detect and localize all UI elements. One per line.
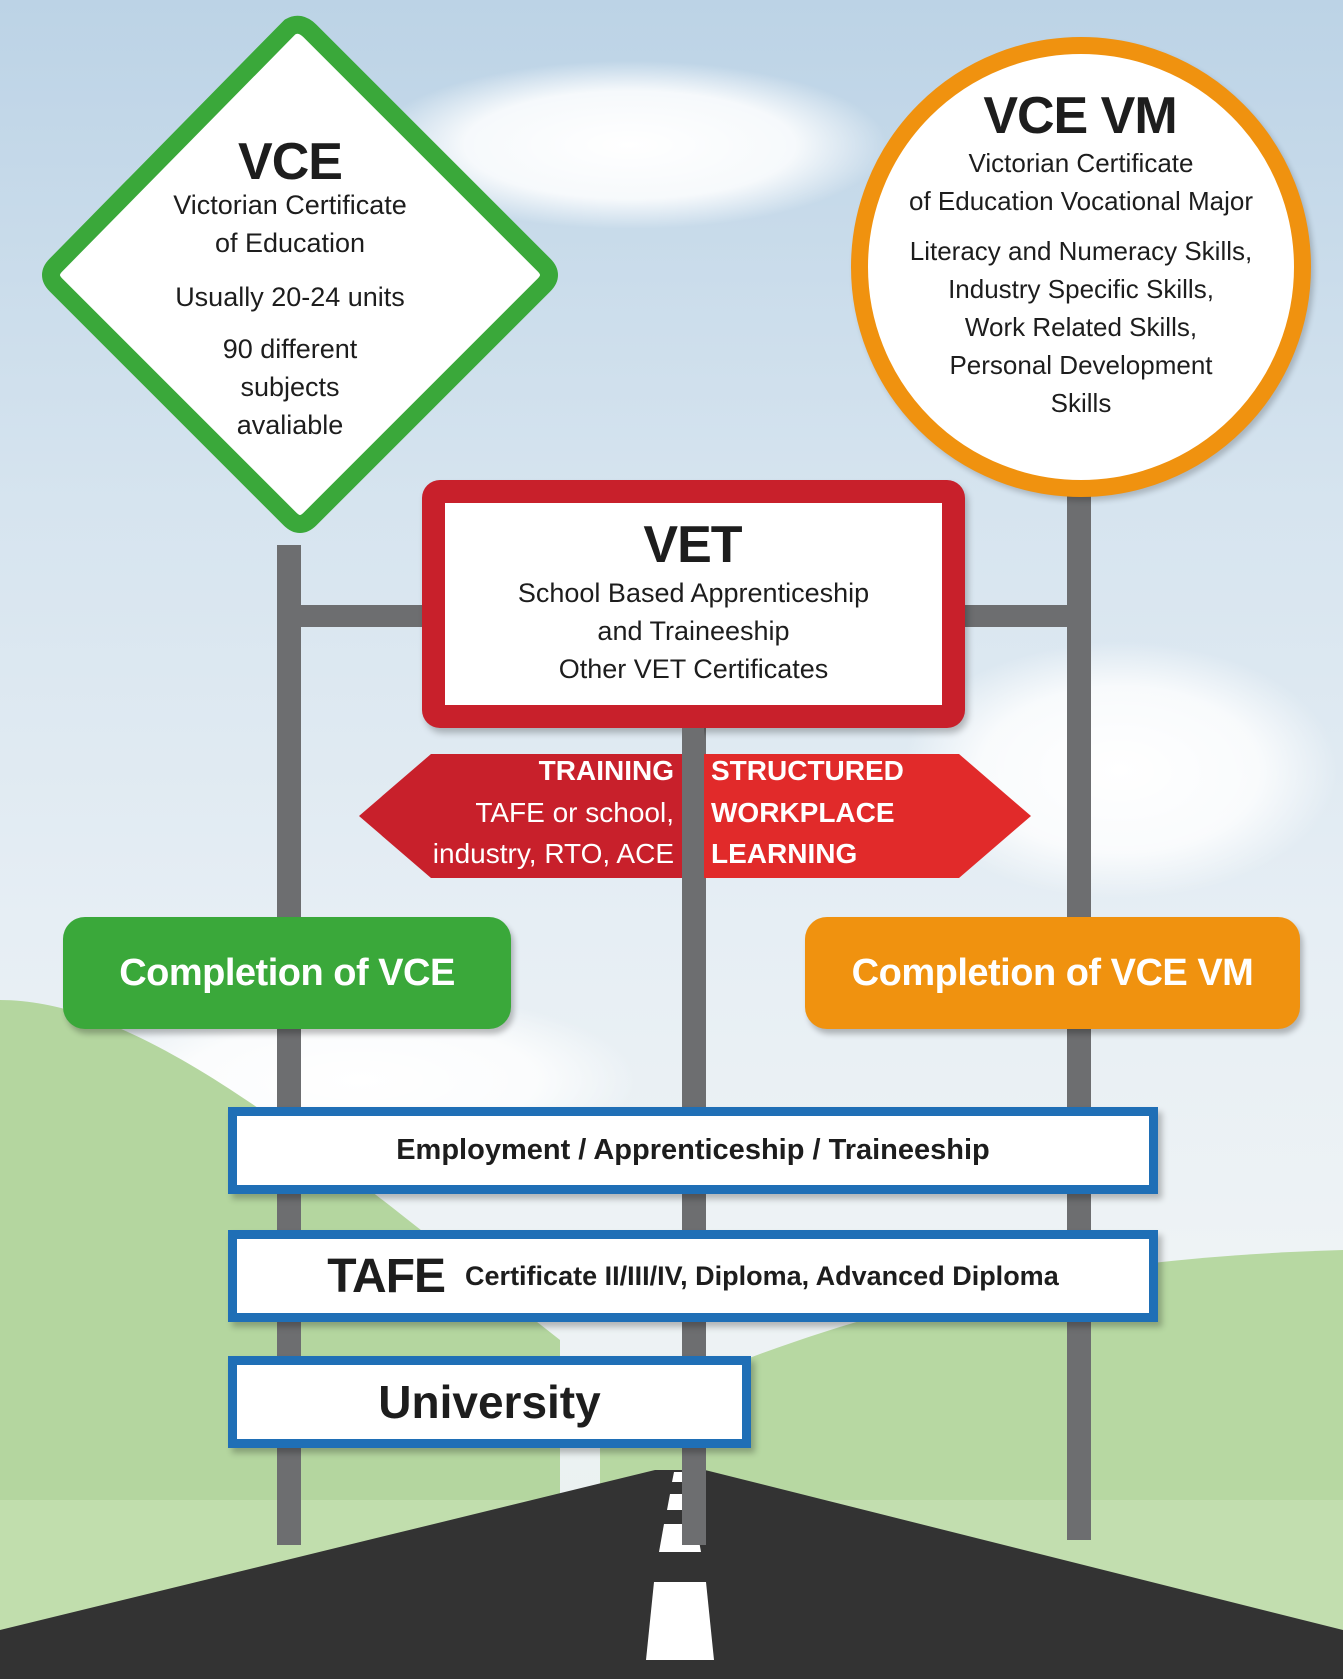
vce-subtitle-line-1: Victorian Certificate [173,190,407,220]
workplace-arrow-line-2: WORKPLACE [711,797,895,828]
direction-arrows [359,754,1031,878]
arrow-post [682,728,704,900]
training-arrow-title: TRAINING [538,755,674,786]
vce-vm-subtitle-line-2: of Education Vocational Major [909,186,1253,216]
tafe-board: TAFE Certificate II/III/IV, Diploma, Adv… [228,1230,1158,1322]
vce-subjects-line-2: subjects [240,372,340,402]
vce-vm-skills-line-3: Work Related Skills, [964,312,1198,342]
vce-vm-title: VCE VM [983,87,1177,145]
vet-line-2: and Traineeship [597,616,790,646]
vet-sign [422,480,965,728]
completion-vce-vm-sign: Completion of VCE VM [805,917,1300,1029]
completion-vce-vm-label: Completion of VCE VM [851,951,1254,994]
vet-title: VET [643,516,742,574]
employment-board: Employment / Apprenticeship / Traineeshi… [228,1107,1158,1194]
university-label: University [378,1376,601,1428]
vce-vm-skills-line-4: Personal Development [949,350,1213,380]
workplace-arrow-line-3: LEARNING [711,838,858,869]
completion-vce-sign: Completion of VCE [63,917,511,1029]
vce-vm-skills-line-5: Skills [1050,388,1112,418]
tafe-detail: Certificate II/III/IV, Diploma, Advanced… [465,1260,1059,1291]
training-arrow [359,754,695,878]
vce-subtitle-line-2: of Education [214,228,366,258]
vce-vm-subtitle-line-1: Victorian Certificate [968,148,1194,178]
vce-units: Usually 20-24 units [175,282,405,312]
workplace-arrow-line-1: STRUCTURED [711,755,904,786]
vce-diamond-sign [42,15,558,533]
vce-vm-skills-line-2: Industry Specific Skills, [948,274,1214,304]
vce-title: VCE [238,133,343,191]
vce-subjects-line-1: 90 different [222,334,358,364]
employment-label: Employment / Apprenticeship / Traineeshi… [396,1134,990,1166]
road [0,1470,1343,1679]
training-arrow-line-1: TAFE or school, [475,797,674,828]
university-board: University [228,1356,751,1448]
vet-line-1: School Based Apprenticeship [517,578,870,608]
road-marking [646,1582,714,1660]
vet-line-3: Other VET Certificates [558,654,829,684]
vce-vm-skills-line-1: Literacy and Numeracy Skills, [909,236,1253,266]
workplace-arrow [695,754,1031,878]
completion-vce-label: Completion of VCE [119,951,455,994]
training-arrow-line-2: industry, RTO, ACE [432,838,674,869]
tafe-title: TAFE [327,1249,446,1303]
vce-subjects-line-3: avaliable [236,410,344,440]
